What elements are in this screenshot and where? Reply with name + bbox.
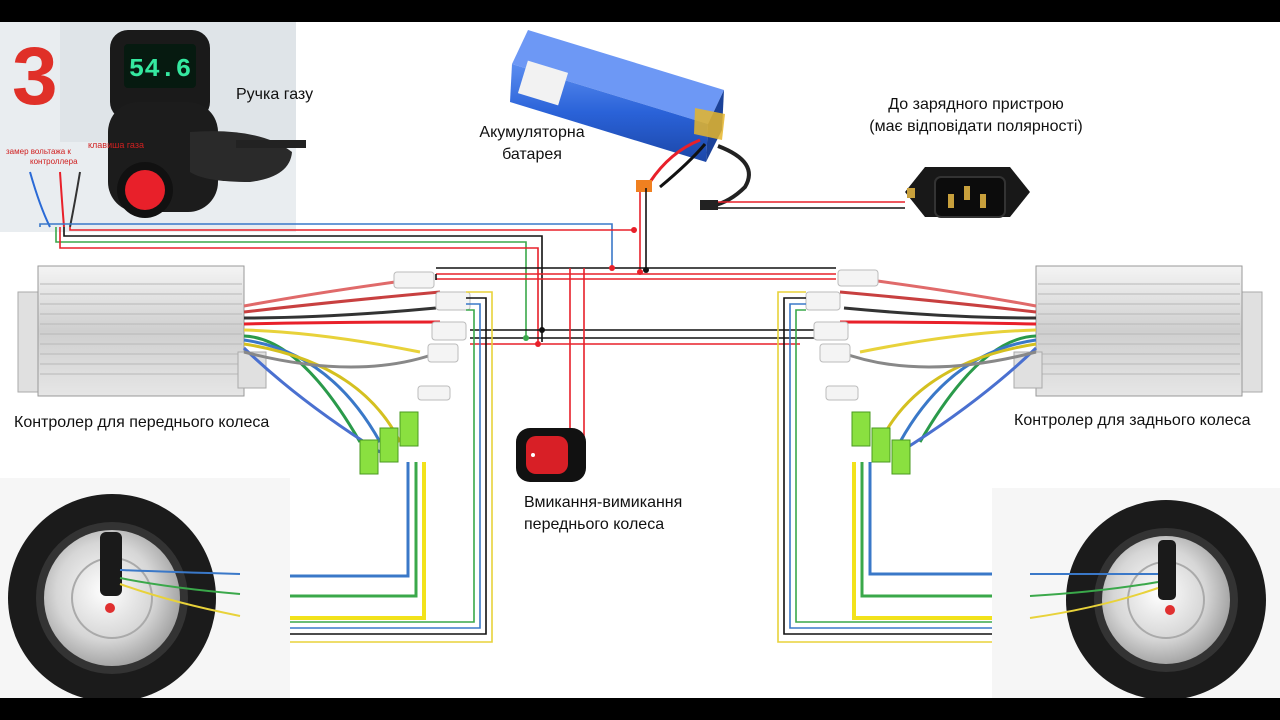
rear-connectors: [805, 269, 911, 475]
battery-sticker: [517, 60, 569, 106]
throttle-note-1: клавиша газа: [88, 140, 144, 150]
red-button: [125, 170, 165, 210]
rear-controller: [1013, 265, 1263, 397]
front-controller: [17, 265, 267, 397]
switch-label-line2: переднього колеса: [524, 516, 665, 533]
throttle-note-2: замер вольтажа к: [6, 147, 71, 156]
diagram-canvas: 3 54.6 клавиша газа замер вольтажа к кон…: [0, 22, 1280, 698]
bus-wires: [39, 188, 905, 442]
rear-wheel: [992, 488, 1280, 698]
charger-label: До зарядного пристрою (має відповідати п…: [836, 94, 1116, 138]
throttle-label: Ручка газу: [236, 86, 314, 103]
number-badge: 3: [12, 31, 58, 122]
charger-label-line1: До зарядного пристрою: [888, 96, 1064, 113]
throttle-photo: 3 54.6 клавиша газа замер вольтажа к кон…: [0, 22, 306, 232]
front-controller-label: Контролер для переднього колеса: [14, 414, 270, 431]
throttle-note-3: контроллера: [30, 157, 78, 166]
battery-label-line2: батарея: [502, 146, 562, 163]
battery-pack: [510, 30, 751, 210]
charge-plug: [700, 200, 718, 210]
front-wheel: [0, 478, 290, 698]
wiring-diagram: 3 54.6 клавиша газа замер вольтажа к кон…: [0, 22, 1280, 698]
rear-controller-label: Контролер для заднього колеса: [1014, 412, 1251, 429]
battery-connector: [636, 180, 652, 192]
front-connectors: [359, 271, 471, 475]
switch-label: Вмикання-вимикання переднього колеса: [524, 492, 682, 536]
battery-label: Акумуляторна батарея: [462, 122, 602, 166]
rear-drop-wires: [777, 291, 1060, 643]
switch-label-line1: Вмикання-вимикання: [524, 494, 683, 511]
rear-harness: [839, 278, 1038, 454]
voltage-display: 54.6: [129, 54, 191, 84]
charger-label-line2: (має відповідати полярності): [869, 118, 1083, 135]
rocker-switch: [516, 428, 586, 482]
battery-label-line1: Акумуляторна: [479, 124, 585, 141]
charger-socket: [905, 167, 1030, 218]
